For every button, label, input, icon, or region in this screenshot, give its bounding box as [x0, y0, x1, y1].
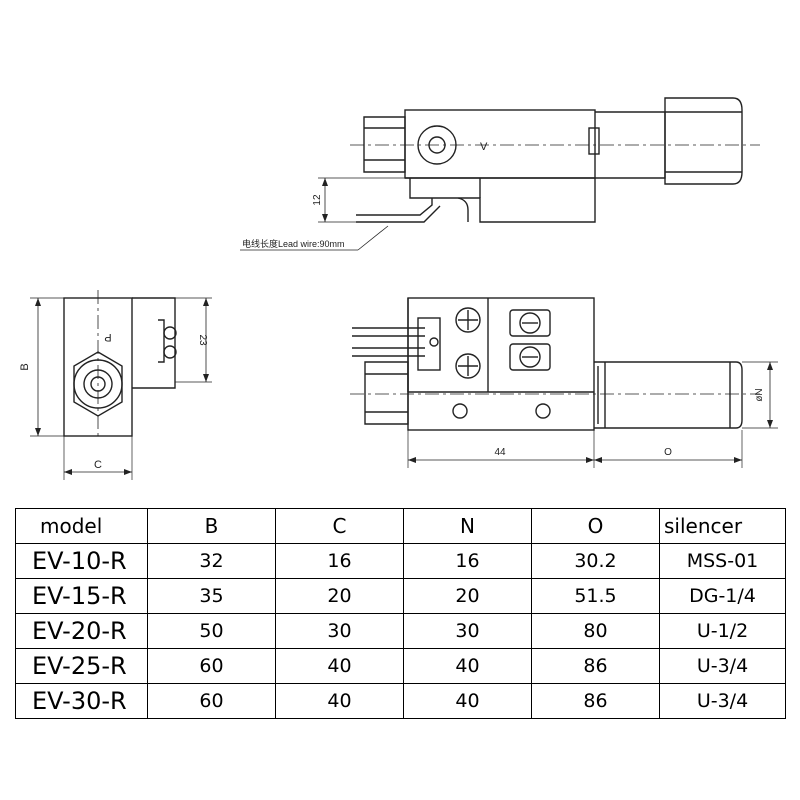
- side-view: [30, 290, 212, 480]
- table-header-row: model B C N O silencer: [15, 508, 786, 544]
- cell-silencer: U-1/2: [659, 613, 786, 649]
- lead-wire-label: 电线长度Lead wire:90mm: [242, 238, 345, 249]
- cell-b: 60: [147, 648, 276, 684]
- cell-n: 40: [403, 648, 532, 684]
- cell-n: 40: [403, 683, 532, 719]
- cell-b: 35: [147, 578, 276, 614]
- cell-b: 32: [147, 543, 276, 579]
- table-row: EV-10-R 32 16 16 30.2 MSS-01: [15, 543, 786, 579]
- dim-c-label: C: [94, 459, 102, 471]
- header-silencer: silencer: [659, 508, 786, 544]
- cell-model: EV-10-R: [15, 543, 148, 579]
- header-n: N: [403, 508, 532, 544]
- label-p: P: [104, 331, 111, 343]
- cell-o: 86: [531, 648, 660, 684]
- cell-c: 40: [275, 648, 404, 684]
- cell-n: 16: [403, 543, 532, 579]
- cell-model: EV-20-R: [15, 613, 148, 649]
- cell-silencer: DG-1/4: [659, 578, 786, 614]
- cell-o: 80: [531, 613, 660, 649]
- cell-model: EV-30-R: [15, 683, 148, 719]
- dim-23-label: 23: [197, 334, 208, 346]
- header-o: O: [531, 508, 660, 544]
- cell-o: 30.2: [531, 543, 660, 579]
- cell-c: 16: [275, 543, 404, 579]
- cell-o: 51.5: [531, 578, 660, 614]
- table-row: EV-30-R 60 40 40 86 U-3/4: [15, 683, 786, 719]
- table-row: EV-20-R 50 30 30 80 U-1/2: [15, 613, 786, 649]
- cell-c: 40: [275, 683, 404, 719]
- dim-44-label: 44: [494, 447, 506, 458]
- table-row: EV-15-R 35 20 20 51.5 DG-1/4: [15, 578, 786, 614]
- top-view: [240, 97, 760, 251]
- cell-b: 50: [147, 613, 276, 649]
- dim-n-label: øN: [754, 388, 765, 401]
- cell-o: 86: [531, 683, 660, 719]
- header-model: model: [15, 508, 148, 544]
- cell-c: 30: [275, 613, 404, 649]
- cell-b: 60: [147, 683, 276, 719]
- header-b: B: [147, 508, 276, 544]
- front-view: [350, 297, 778, 468]
- label-v: V: [480, 141, 488, 153]
- cell-silencer: U-3/4: [659, 683, 786, 719]
- cell-model: EV-25-R: [15, 648, 148, 684]
- dim-12-label: 12: [312, 194, 323, 206]
- technical-drawing: 12 V 电线长度Lead wire:90mm B C 23 P 44 O øN: [19, 97, 778, 480]
- dim-o-label: O: [664, 447, 672, 458]
- spec-table: model B C N O silencer EV-10-R 32 16 16 …: [15, 508, 786, 719]
- dim-b-label: B: [19, 363, 31, 370]
- cell-model: EV-15-R: [15, 578, 148, 614]
- cell-n: 30: [403, 613, 532, 649]
- cell-silencer: MSS-01: [659, 543, 786, 579]
- cell-n: 20: [403, 578, 532, 614]
- cell-silencer: U-3/4: [659, 648, 786, 684]
- table-row: EV-25-R 60 40 40 86 U-3/4: [15, 648, 786, 684]
- header-c: C: [275, 508, 404, 544]
- cell-c: 20: [275, 578, 404, 614]
